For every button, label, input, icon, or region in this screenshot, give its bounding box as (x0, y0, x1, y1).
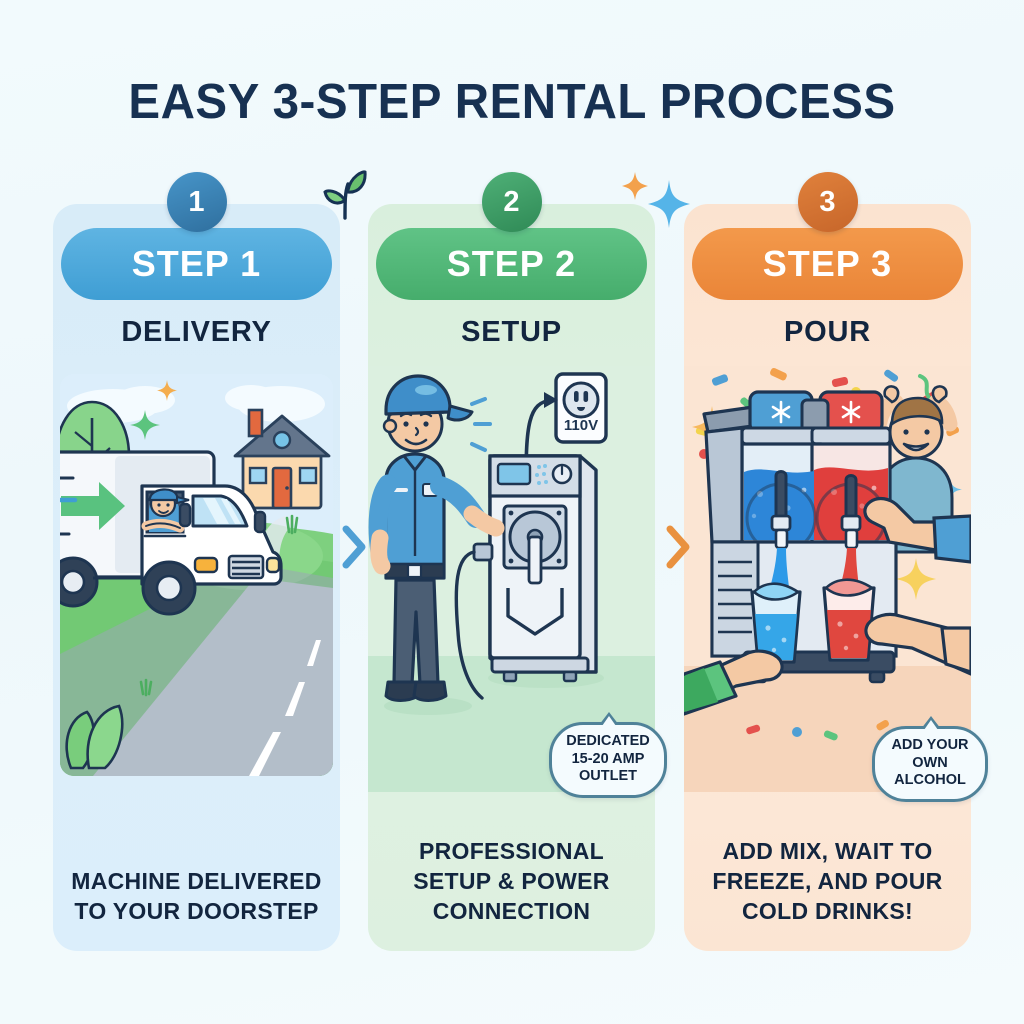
callout-tail (921, 716, 941, 730)
leaf-sprout-icon (317, 168, 367, 225)
chevron-1-to-2-icon (340, 524, 368, 575)
callout-tail (599, 712, 619, 726)
step-pill-2[interactable]: STEP 2 (376, 228, 647, 300)
step-pill-3[interactable]: STEP 3 (692, 228, 963, 300)
step-subtitle-1: DELIVERY (121, 316, 272, 348)
outlet-voltage-label: 110V (564, 417, 598, 434)
sparkle-orange-icon (622, 172, 648, 205)
sparkle-blue-icon (648, 180, 690, 233)
callout-add-alcohol-text: ADD YOUR OWN ALCOHOL (891, 737, 969, 789)
step-card-2[interactable]: 110V (368, 172, 655, 951)
step-caption-2: PROFESSIONAL SETUP & POWER CONNECTION (413, 838, 610, 925)
step-subtitle-2: SETUP (461, 316, 562, 348)
step-number-badge-2: 2 (481, 172, 542, 232)
step-card-1[interactable]: MACHINE DELIVERED TO YOUR DOORSTEP 1 STE… (53, 172, 340, 951)
callout-add-alcohol: ADD YOUR OWN ALCOHOL (872, 716, 988, 803)
setup-illustration: 110V (368, 366, 655, 792)
callout-dedicated-outlet-text: DEDICATED 15-20 AMP OUTLET (566, 733, 650, 785)
callout-dedicated-outlet: DEDICATED 15-20 AMP OUTLET (549, 712, 667, 799)
step-card-3[interactable]: ADD MIX, WAIT TO FREEZE, AND POUR COLD D… (684, 172, 971, 951)
step-card-1-body: MACHINE DELIVERED TO YOUR DOORSTEP (53, 204, 340, 951)
page-title: EASY 3-STEP RENTAL PROCESS (128, 75, 896, 129)
step-subtitle-3: POUR (784, 316, 871, 348)
step-number-badge-3: 3 (797, 172, 858, 232)
chevron-2-to-3-icon (664, 524, 692, 575)
step-caption-3: ADD MIX, WAIT TO FREEZE, AND POUR COLD D… (712, 838, 943, 925)
step-card-2-body: 110V (368, 204, 655, 951)
step-caption-1: MACHINE DELIVERED TO YOUR DOORSTEP (71, 868, 322, 925)
step-number-badge-1: 1 (166, 172, 227, 232)
step-pill-1[interactable]: STEP 1 (61, 228, 332, 300)
delivery-illustration (53, 366, 340, 792)
